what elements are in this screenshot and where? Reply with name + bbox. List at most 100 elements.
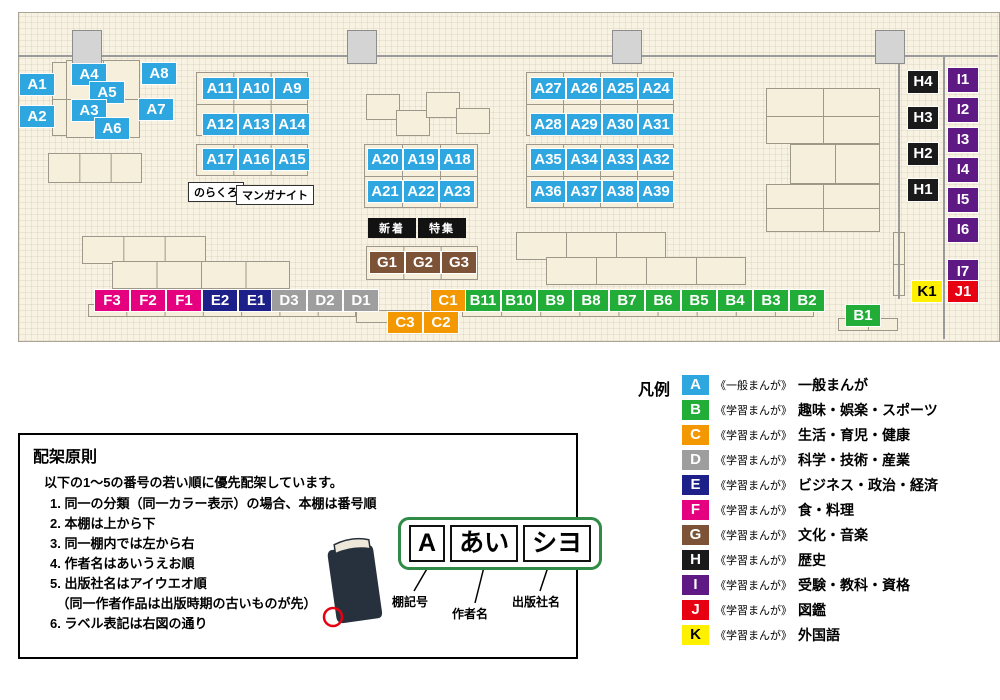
shelf-block [766,88,880,144]
shelf-label-g1: G1 [370,252,404,273]
book-illustration [316,535,396,635]
legend-prefix: 《学習まんが》 [715,479,792,492]
map-sign: 新着 [368,218,416,238]
wall-right-inner [898,57,900,299]
shelf-block [546,257,746,285]
shelf-label-d2: D2 [308,290,342,311]
map-sign: 特集 [418,218,466,238]
shelf-label-a34: A34 [567,149,601,170]
legend-row-h: H《学習まんが》歴史 [682,547,938,572]
legend-swatch-c: C [682,424,709,445]
shelf-label-d3: D3 [272,290,306,311]
legend-category: 外国語 [798,626,840,643]
shelf-label-b5: B5 [682,290,716,311]
shelf-label-a37: A37 [567,181,601,202]
legend-category: 趣味・娯楽・スポーツ [798,401,938,418]
pillar [72,30,102,64]
shelf-label-c1: C1 [431,290,465,311]
shelf-label-g3: G3 [442,252,476,273]
shelf-label-a33: A33 [603,149,637,170]
shelf-label-a19: A19 [404,149,438,170]
legend-category: ビジネス・政治・経済 [798,476,938,493]
shelf-label-g2: G2 [406,252,440,273]
label-annotation: 棚記号 [392,595,429,609]
shelf-label-a5: A5 [90,82,124,103]
principle-item: （同一作者作品は出版時期の古いものが先） [50,596,317,611]
principles-intro: 以下の1〜5の番号の若い順に優先配架しています。 [44,475,343,490]
shelf-label-f3: F3 [95,290,129,311]
shelf-label-i2: I2 [948,98,978,122]
shelf-block [426,92,460,118]
shelf-label-i5: I5 [948,188,978,212]
shelf-label-a26: A26 [567,78,601,99]
legend-category: 食・料理 [798,501,854,518]
shelf-label-a21: A21 [368,181,402,202]
shelf-label-b7: B7 [610,290,644,311]
shelf-label-b1: B1 [846,305,880,326]
shelf-label-b8: B8 [574,290,608,311]
shelf-label-b10: B10 [502,290,536,311]
pillar [347,30,377,64]
shelf-label-a8: A8 [142,63,176,84]
shelf-label-a38: A38 [603,181,637,202]
principles-panel: 配架原則 以下の1〜5の番号の若い順に優先配架しています。 1. 同一の分類（同… [18,433,603,659]
shelf-label-b6: B6 [646,290,680,311]
shelf-label-e1: E1 [239,290,273,311]
shelf-block [516,232,666,260]
legend-row-a: A《一般まんが》一般まんが [682,372,938,397]
shelf-block [366,94,400,120]
legend-prefix: 《学習まんが》 [715,529,792,542]
label-annotation: 作者名 [452,607,489,621]
legend-swatch-i: I [682,574,709,595]
shelf-label-a29: A29 [567,114,601,135]
shelf-label-c2: C2 [424,312,458,333]
legend-category: 歴史 [798,551,826,568]
shelf-block [48,153,142,183]
map-sign: のらくろ [188,182,244,202]
pillar [875,30,905,64]
legend-prefix: 《学習まんが》 [715,504,792,517]
legend-row-j: J《学習まんが》図鑑 [682,597,938,622]
shelf-label-a2: A2 [20,106,54,127]
legend-row-k: K《学習まんが》外国語 [682,622,938,647]
legend-swatch-f: F [682,499,709,520]
legend-row-c: C《学習まんが》生活・育児・健康 [682,422,938,447]
label-annotation: 出版社名 [512,595,561,609]
label-example-cell: A [409,525,446,562]
shelf-label-a35: A35 [531,149,565,170]
shelf-label-i3: I3 [948,128,978,152]
shelf-label-a4: A4 [72,64,106,85]
shelf-label-a27: A27 [531,78,565,99]
pillar [612,30,642,64]
shelf-label-a7: A7 [139,99,173,120]
shelf-label-a39: A39 [639,181,673,202]
principles-title: 配架原則 [33,449,98,466]
shelf-label-a16: A16 [239,149,273,170]
legend-category: 一般まんが [798,376,868,393]
principle-item: 4. 作者名はあいうえお順 [50,556,195,571]
shelf-label-f1: F1 [167,290,201,311]
legend-category: 文化・音楽 [798,526,868,543]
shelf-label-i7: I7 [948,260,978,284]
shelf-block [456,108,490,134]
shelf-label-a22: A22 [404,181,438,202]
shelf-label-a36: A36 [531,181,565,202]
shelf-label-a17: A17 [203,149,237,170]
shelf-label-j1: J1 [948,281,978,302]
shelf-label-a11: A11 [203,78,237,99]
shelf-label-h1: H1 [908,179,938,201]
shelf-label-b3: B3 [754,290,788,311]
legend-category: 図鑑 [798,601,826,618]
legend-swatch-g: G [682,524,709,545]
shelf-label-a30: A30 [603,114,637,135]
legend-prefix: 《学習まんが》 [715,604,792,617]
legend-prefix: 《学習まんが》 [715,454,792,467]
label-example-cell: シヨ [523,525,592,562]
shelf-label-d1: D1 [344,290,378,311]
legend-prefix: 《学習まんが》 [715,579,792,592]
shelf-label-a14: A14 [275,114,309,135]
shelf-label-a10: A10 [239,78,273,99]
shelf-label-a28: A28 [531,114,565,135]
